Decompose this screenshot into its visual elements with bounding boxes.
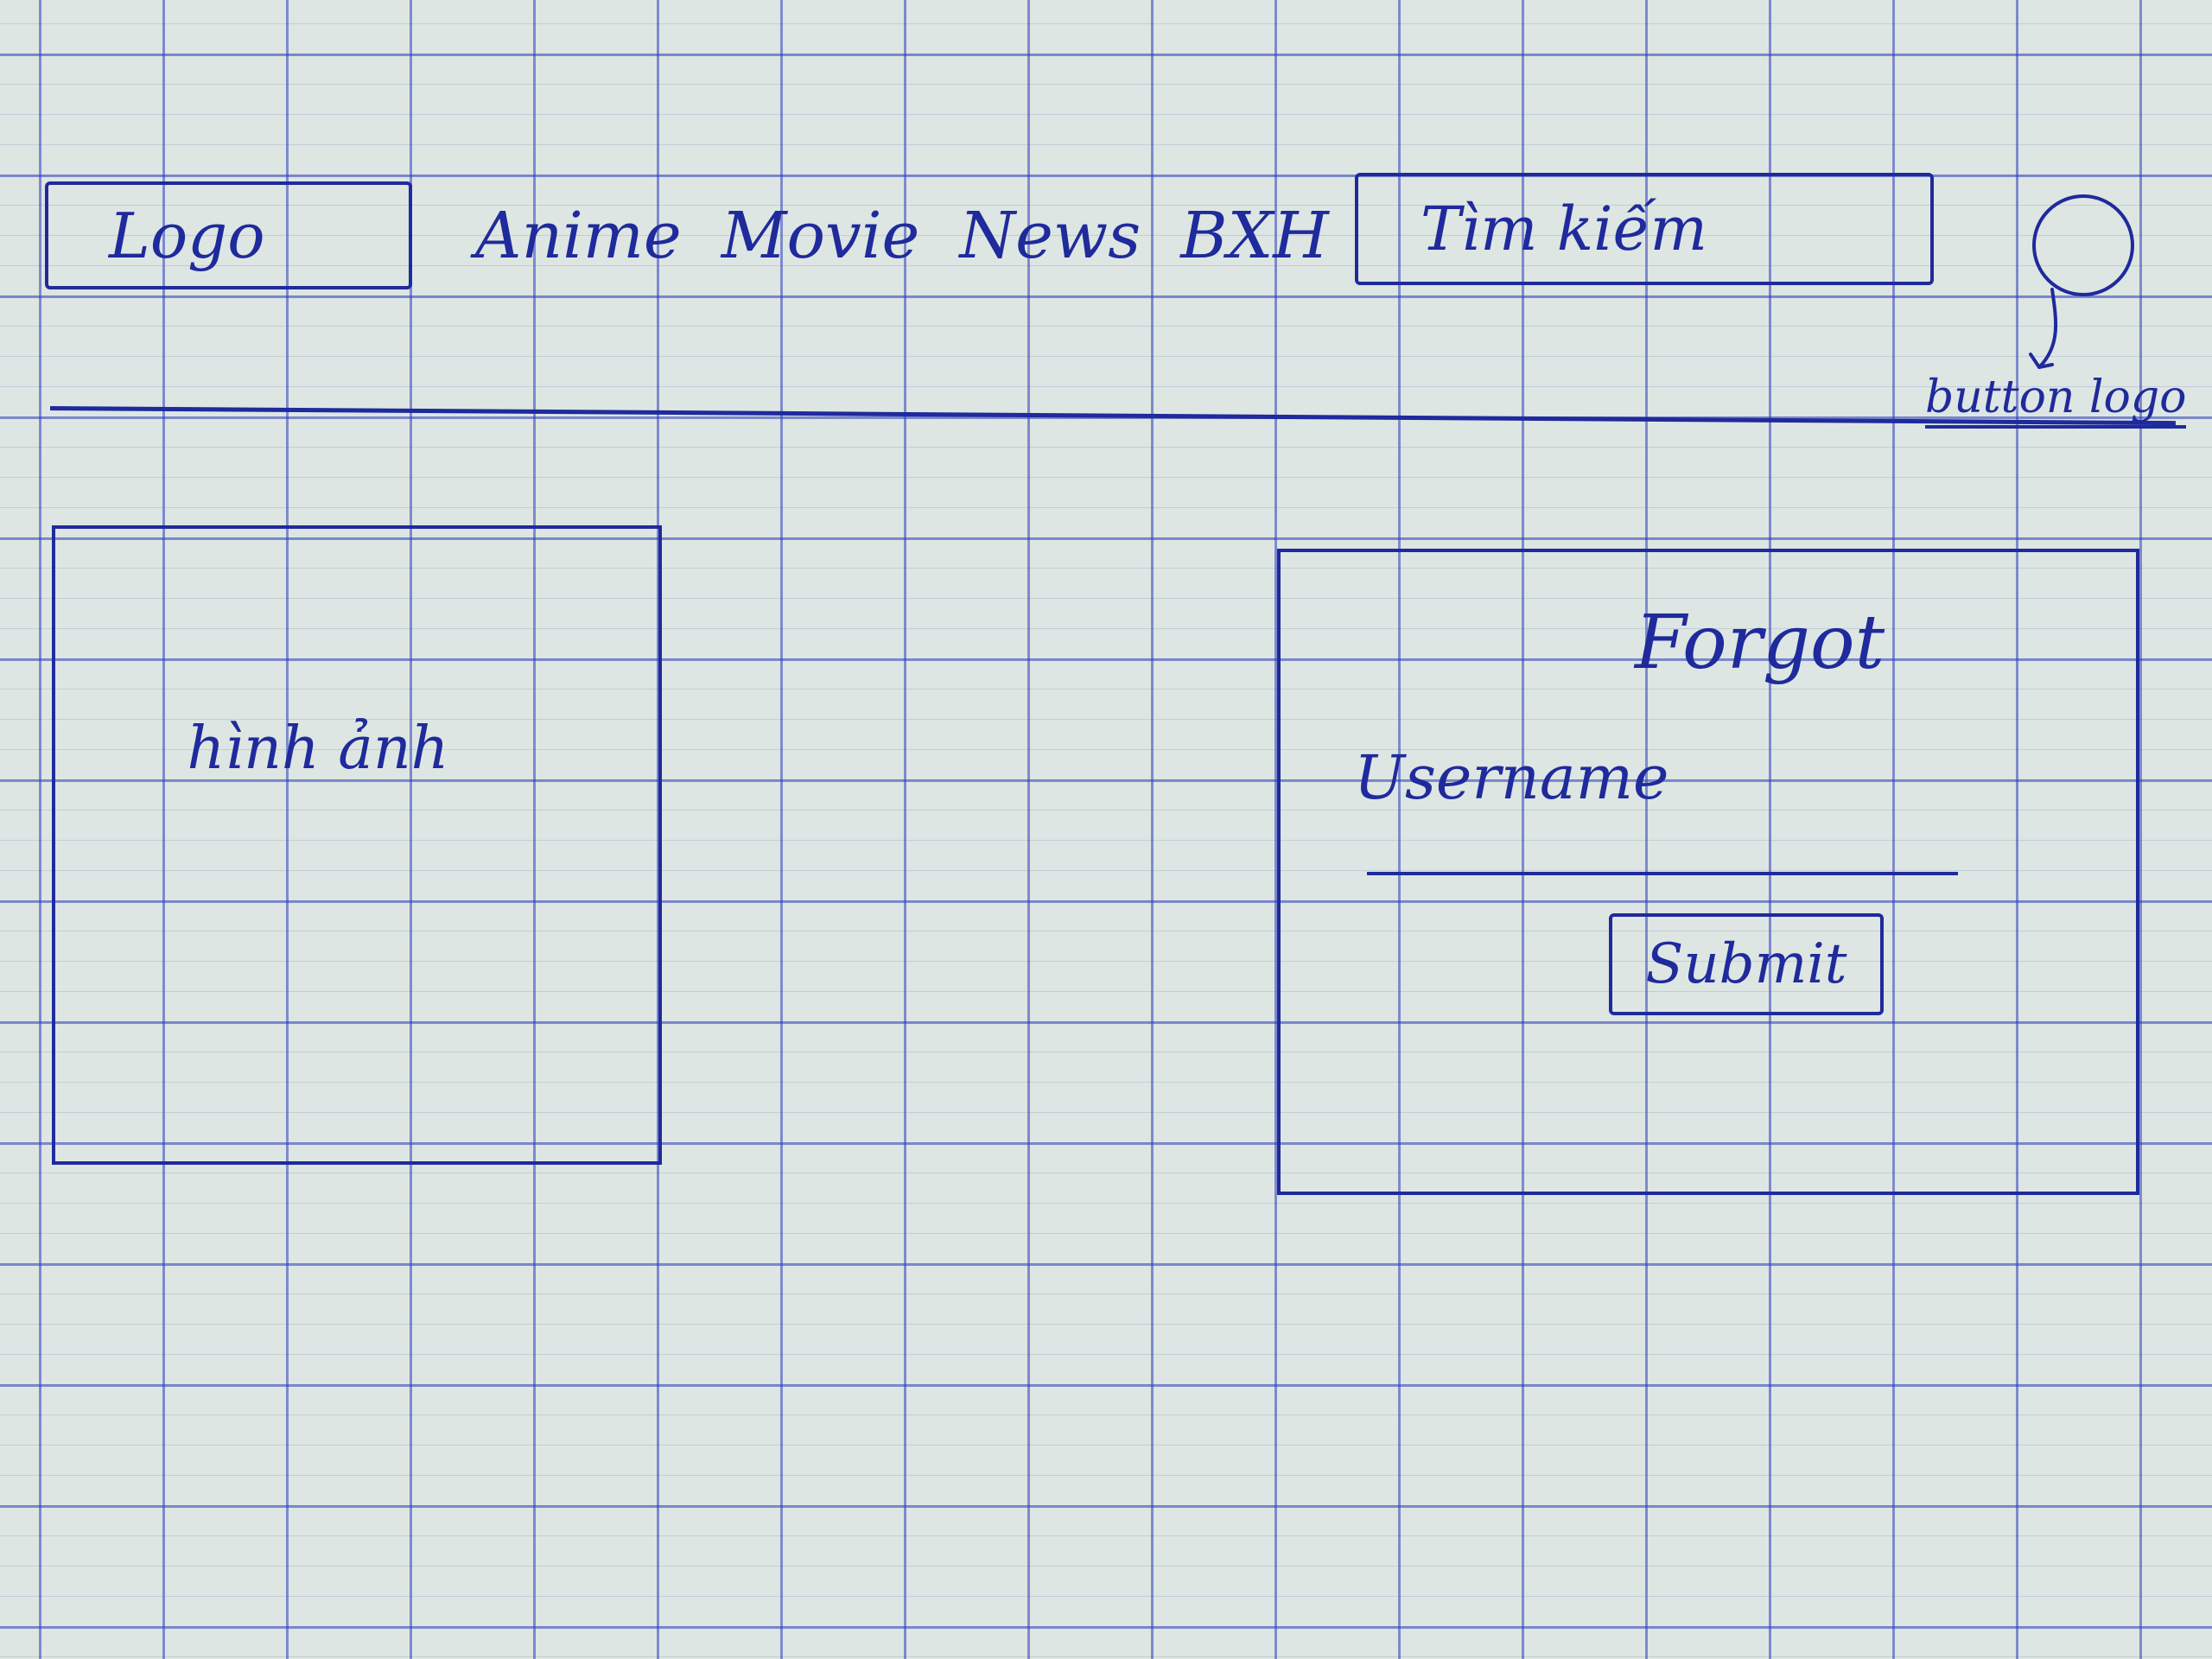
main-nav: Anime Movie News BXH <box>475 199 1329 273</box>
submit-button[interactable]: Submit <box>1609 913 1884 1015</box>
search-box <box>1355 173 1934 285</box>
username-label: Username <box>1354 742 1669 813</box>
username-field[interactable] <box>1367 844 1958 875</box>
nav-item-movie[interactable]: Movie <box>721 199 920 273</box>
image-placeholder-label: hình ảnh <box>187 715 449 783</box>
header-divider <box>49 406 2176 426</box>
image-placeholder: hình ảnh <box>52 525 662 1165</box>
form-title: Forgot <box>1635 600 1885 686</box>
search-input[interactable] <box>1419 193 1906 265</box>
nav-item-news[interactable]: News <box>959 199 1141 273</box>
annotation-label: button logo <box>1925 372 2187 429</box>
nav-item-anime[interactable]: Anime <box>475 199 682 273</box>
annotation-arrow-icon <box>2029 288 2058 369</box>
user-circle-icon[interactable] <box>2032 194 2134 296</box>
nav-item-bxh[interactable]: BXH <box>1180 199 1329 273</box>
logo-label: Logo <box>109 199 265 272</box>
forgot-form: Forgot Username Submit <box>1277 549 2139 1195</box>
logo[interactable]: Logo <box>45 181 412 289</box>
